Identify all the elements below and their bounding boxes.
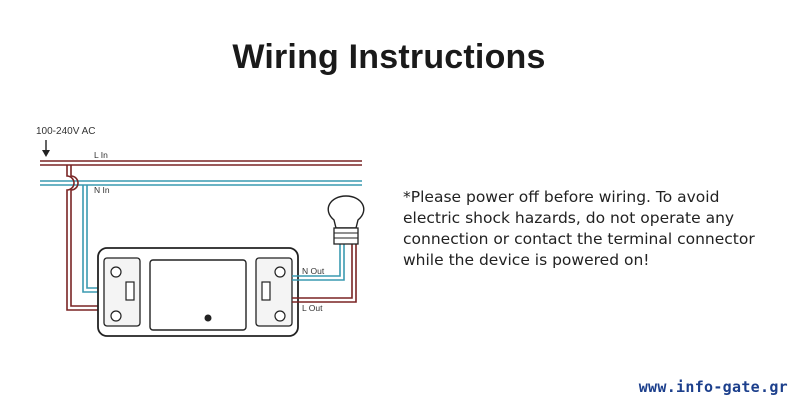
neutral-input-bus xyxy=(40,180,362,186)
watermark-url: www.info-gate.gr xyxy=(638,378,788,396)
l-out-label: L Out xyxy=(302,303,323,313)
wiring-diagram: 100-240V AC L In N In xyxy=(36,126,365,337)
light-bulb-icon xyxy=(327,195,365,245)
n-in-label: N In xyxy=(94,185,110,195)
left-terminal-block xyxy=(103,257,141,327)
neutral-output-wire xyxy=(292,244,345,281)
live-input-drop-wire xyxy=(66,165,131,311)
live-input-bus xyxy=(40,160,362,166)
n-out-label: N Out xyxy=(302,266,325,276)
supply-voltage-label: 100-240V AC xyxy=(36,126,96,137)
supply-arrow-head xyxy=(42,150,50,157)
l-in-label: L In xyxy=(94,150,108,160)
page-title: Wiring Instructions xyxy=(232,38,546,76)
live-output-wire xyxy=(292,244,357,303)
safety-warning-text: *Please power off before wiring. To avoi… xyxy=(403,188,755,269)
status-led xyxy=(204,314,212,322)
right-terminal-block xyxy=(255,257,293,327)
smart-switch-device xyxy=(97,247,299,337)
center-module xyxy=(149,259,247,331)
